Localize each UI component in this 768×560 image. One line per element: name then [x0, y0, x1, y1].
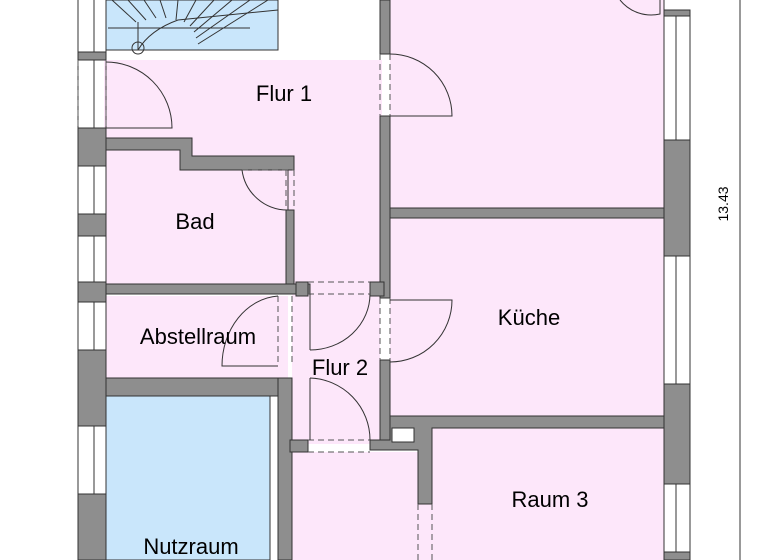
wall-spine-top — [379, 0, 391, 55]
door-swings — [105, 0, 661, 441]
kueche-floor — [390, 218, 664, 416]
wall-right-1 — [663, 139, 691, 257]
wall-left-4 — [77, 349, 107, 427]
wall-flur2-left-b — [289, 439, 309, 453]
wall-left-3 — [77, 281, 107, 303]
room-label-kueche: Küche — [498, 305, 560, 330]
wall-upper-kueche — [389, 207, 665, 219]
room-label-nutzraum: Nutzraum — [143, 534, 238, 559]
wall-right-2 — [663, 383, 691, 485]
walls — [77, 0, 691, 560]
upper-right-room-floor — [390, 0, 664, 208]
wall-abstell-nutz — [105, 377, 293, 397]
room-label-abstellraum: Abstellraum — [140, 324, 256, 349]
wall-spine-lower — [379, 359, 391, 451]
door-swing-bad — [241, 169, 289, 211]
wall-left-1 — [77, 127, 107, 167]
wall-bad-right — [285, 209, 295, 287]
staircase — [105, 0, 279, 55]
wall-left-top — [77, 51, 107, 61]
room-label-bad: Bad — [175, 209, 214, 234]
abstellraum-floor — [106, 296, 288, 378]
dimension-label: 13.43 — [715, 186, 731, 221]
door-swing-abstell — [221, 295, 279, 367]
room-label-flur1: Flur 1 — [256, 81, 312, 106]
room-label-flur2: Flur 2 — [312, 355, 368, 380]
wall-left-2 — [77, 213, 107, 237]
room-label-raum3: Raum 3 — [511, 487, 588, 512]
wall-stub-1 — [369, 281, 385, 297]
door-swing-upper-room — [389, 53, 453, 117]
wall-flur2-left — [277, 377, 293, 560]
room-floors — [104, 0, 664, 560]
door-swing-flur2-bottom — [309, 377, 371, 441]
lower-middle-floor — [288, 452, 432, 560]
door-swing-flur1-entry — [105, 61, 173, 129]
door-swing-upper-right — [619, 0, 661, 16]
wall-right-3 — [663, 551, 691, 560]
wall-right-top — [663, 9, 691, 17]
door-swing-flur2-top — [309, 293, 371, 351]
door-openings — [77, 54, 433, 560]
door-swing-kueche — [389, 299, 453, 363]
nutzraum-floor — [105, 395, 271, 560]
wall-bad-abstell — [105, 283, 311, 295]
raum3-floor — [432, 428, 664, 560]
bad-floor — [106, 150, 288, 286]
wall-spine-mid — [379, 115, 391, 299]
wall-left-5 — [77, 493, 107, 560]
flur2-floor — [292, 284, 380, 444]
wall-stub-2 — [295, 281, 309, 297]
wall-small-box — [391, 427, 415, 443]
